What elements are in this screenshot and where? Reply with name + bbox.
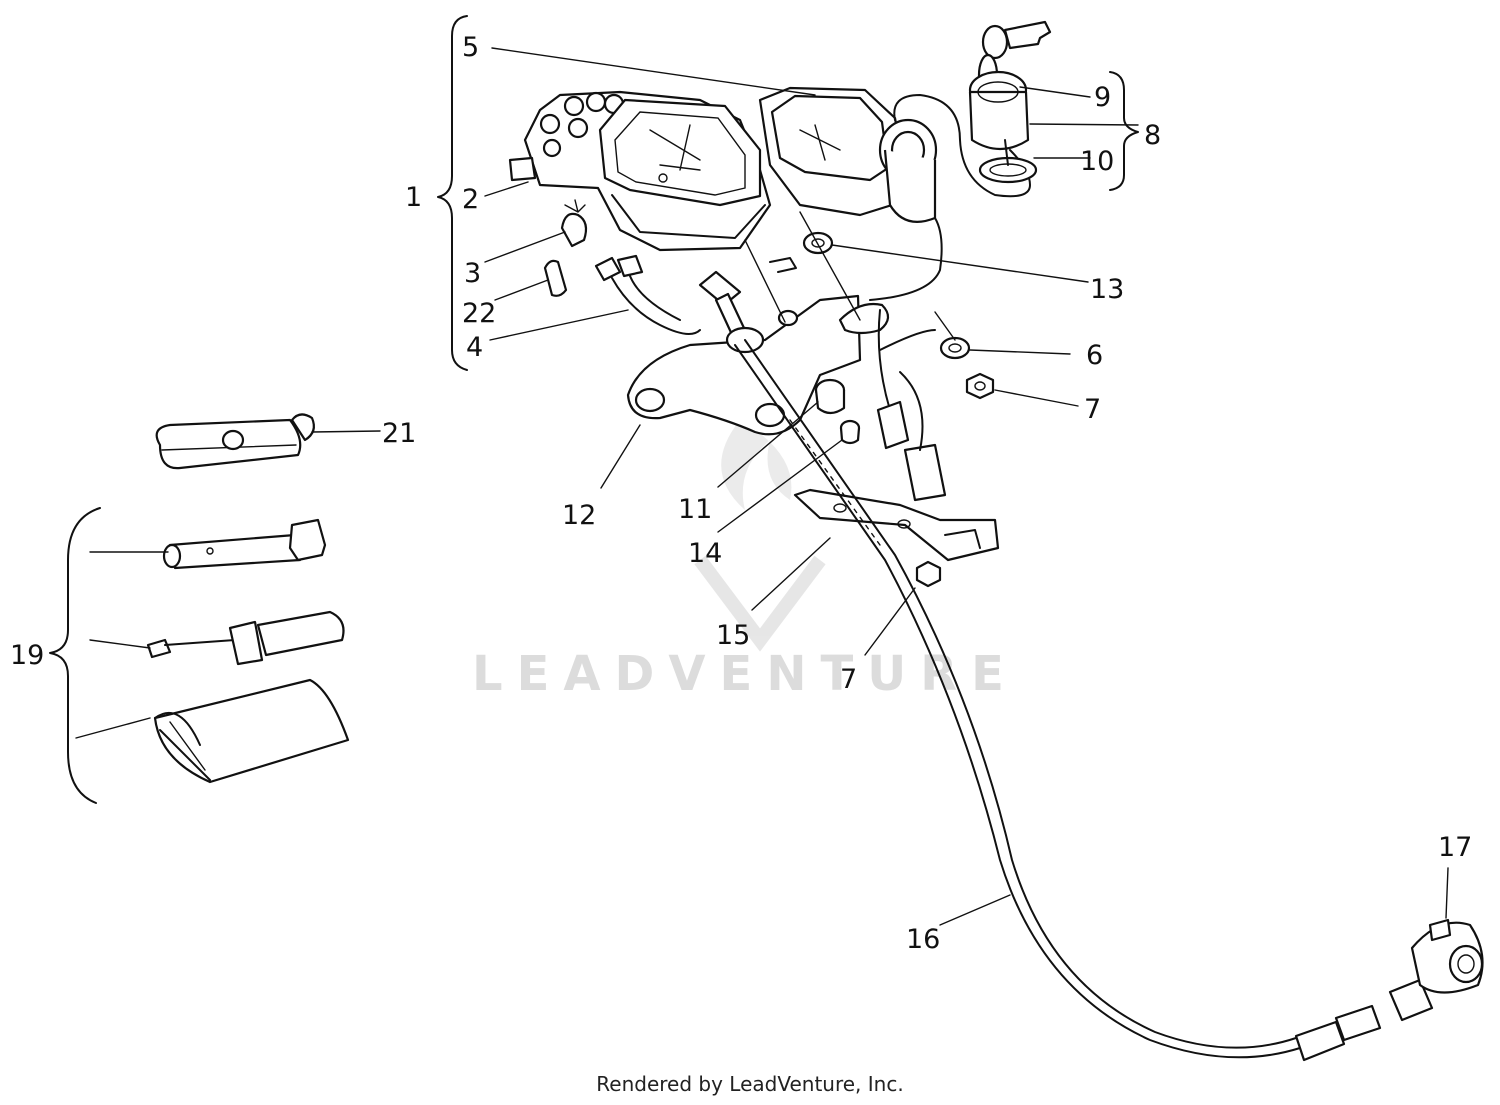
speedometer-cluster <box>508 90 772 252</box>
leader-lines <box>75 47 1449 926</box>
tachometer-cluster <box>758 86 907 217</box>
nut-7-upper <box>965 372 995 400</box>
bracket-group-1 <box>437 15 468 371</box>
callout-21: 21 <box>382 418 416 449</box>
bulb <box>560 199 588 248</box>
ignition-switch <box>869 94 1031 301</box>
callout-4: 4 <box>466 332 483 363</box>
tool-pouch <box>153 678 350 784</box>
callout-5: 5 <box>462 32 479 63</box>
callout-17: 17 <box>1438 832 1472 863</box>
spacer <box>839 419 861 445</box>
callouts: 1 2 3 22 4 5 9 8 10 13 6 7 21 12 11 14 1… <box>10 32 1472 955</box>
connector-plugs <box>876 309 947 502</box>
watermark-text: LEADVENTURE <box>472 646 1018 702</box>
callout-19: 19 <box>10 640 44 671</box>
washer-6 <box>939 336 971 360</box>
callout-16: 16 <box>906 924 940 955</box>
bulb-small <box>543 259 568 297</box>
nut-7-lower <box>915 560 942 588</box>
callout-11: 11 <box>678 494 712 525</box>
footer-credit: Rendered by LeadVenture, Inc. <box>596 1072 904 1096</box>
mounting-bracket <box>626 257 890 436</box>
rubber-damper <box>814 378 846 415</box>
socket-wrench <box>162 518 327 570</box>
callout-2: 2 <box>462 184 479 215</box>
callout-13: 13 <box>1090 274 1124 305</box>
callout-1: 1 <box>405 182 422 213</box>
bracket-group-8 <box>1109 71 1139 191</box>
callout-7-lower: 7 <box>840 664 857 695</box>
callout-9: 9 <box>1094 82 1111 113</box>
watermark-logo <box>694 420 826 652</box>
callout-3: 3 <box>464 258 481 289</box>
callout-10: 10 <box>1080 146 1114 177</box>
key-lock-assembly <box>968 20 1052 184</box>
wiring-harness <box>594 254 701 335</box>
bracket-group-19 <box>49 507 101 804</box>
callout-8: 8 <box>1144 120 1161 151</box>
speedo-cable <box>734 339 1382 1062</box>
speedo-drive <box>1388 918 1484 1022</box>
callout-12: 12 <box>562 500 596 531</box>
screwdriver <box>146 610 345 666</box>
tool-pouch-strap <box>155 413 315 470</box>
callout-22: 22 <box>462 298 496 329</box>
callout-7-upper: 7 <box>1084 394 1101 425</box>
callout-15: 15 <box>716 620 750 651</box>
plate-15 <box>793 488 1000 562</box>
callout-6: 6 <box>1086 340 1103 371</box>
callout-14: 14 <box>688 538 722 569</box>
